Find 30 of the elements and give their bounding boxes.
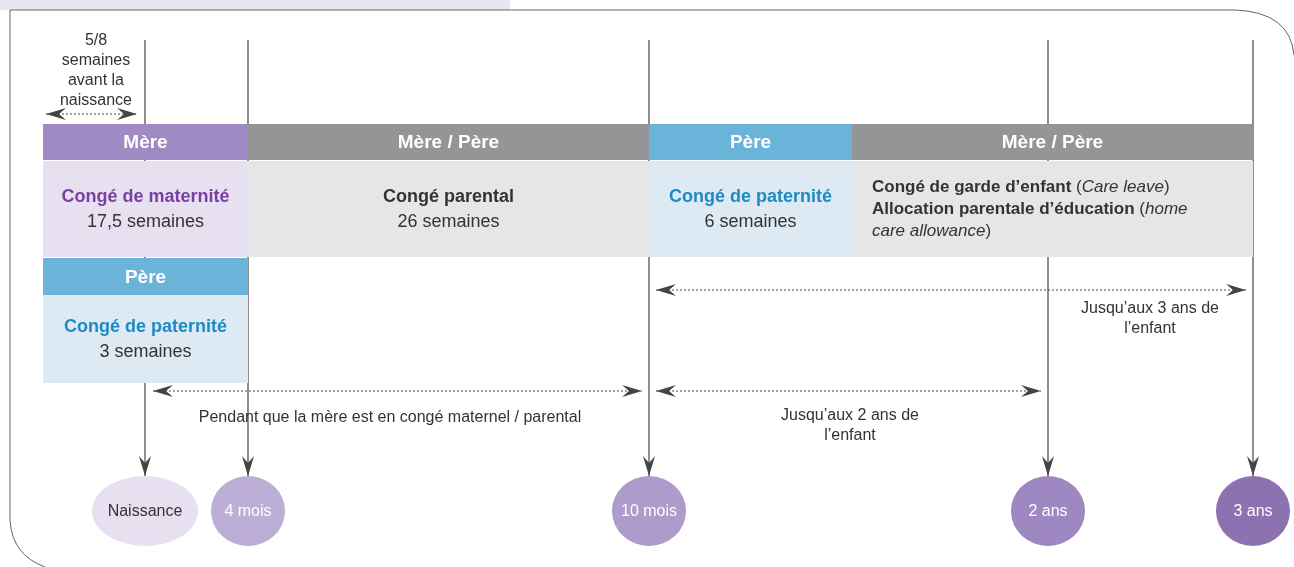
leave-title: Congé parental	[383, 184, 514, 208]
header-band: Père	[649, 124, 852, 160]
annotation-text: Jusqu’aux 2 ans de l’enfant	[780, 405, 920, 445]
milestone-circle: 3 ans	[1216, 476, 1290, 546]
leave-title: Congé de paternité	[64, 314, 227, 338]
annotation-text: Pendant que la mère est en congé maternel / parental	[197, 407, 583, 427]
leave-duration: 17,5 semaines	[86, 210, 205, 233]
leave-title: Congé de paternité	[669, 184, 832, 208]
leave-title: Congé de maternité	[61, 184, 230, 208]
leave-box	[649, 161, 852, 257]
milestone-circle: Naissance	[92, 476, 198, 546]
leave-box	[43, 295, 248, 383]
leave-box	[248, 161, 649, 257]
leave-duration: 6 semaines	[704, 210, 797, 233]
header-band: Mère	[43, 124, 248, 160]
milestone-circle: 2 ans	[1011, 476, 1085, 546]
header-band: Père	[43, 258, 248, 295]
leave-duration: 3 semaines	[99, 340, 192, 363]
header-band: Mère / Père	[852, 124, 1253, 160]
annotation-text: 5/8 semaines avant la naissance	[58, 30, 133, 110]
leave-box	[43, 161, 248, 257]
leave-box	[852, 161, 1253, 257]
arrow	[1247, 39, 1259, 477]
annotation-text: Jusqu’aux 3 ans de l’enfant	[1080, 298, 1220, 338]
milestone-circle: 4 mois	[211, 476, 285, 546]
leave-title: Congé de garde d’enfant (Care leave)	[872, 175, 1170, 198]
milestone-circle: 10 mois	[612, 476, 686, 546]
leave-duration: 26 semaines	[397, 210, 500, 233]
leave-duration: Allocation parentale d’éducation (home care allowance)	[872, 197, 1189, 243]
header-band: Mère / Père	[248, 124, 649, 160]
